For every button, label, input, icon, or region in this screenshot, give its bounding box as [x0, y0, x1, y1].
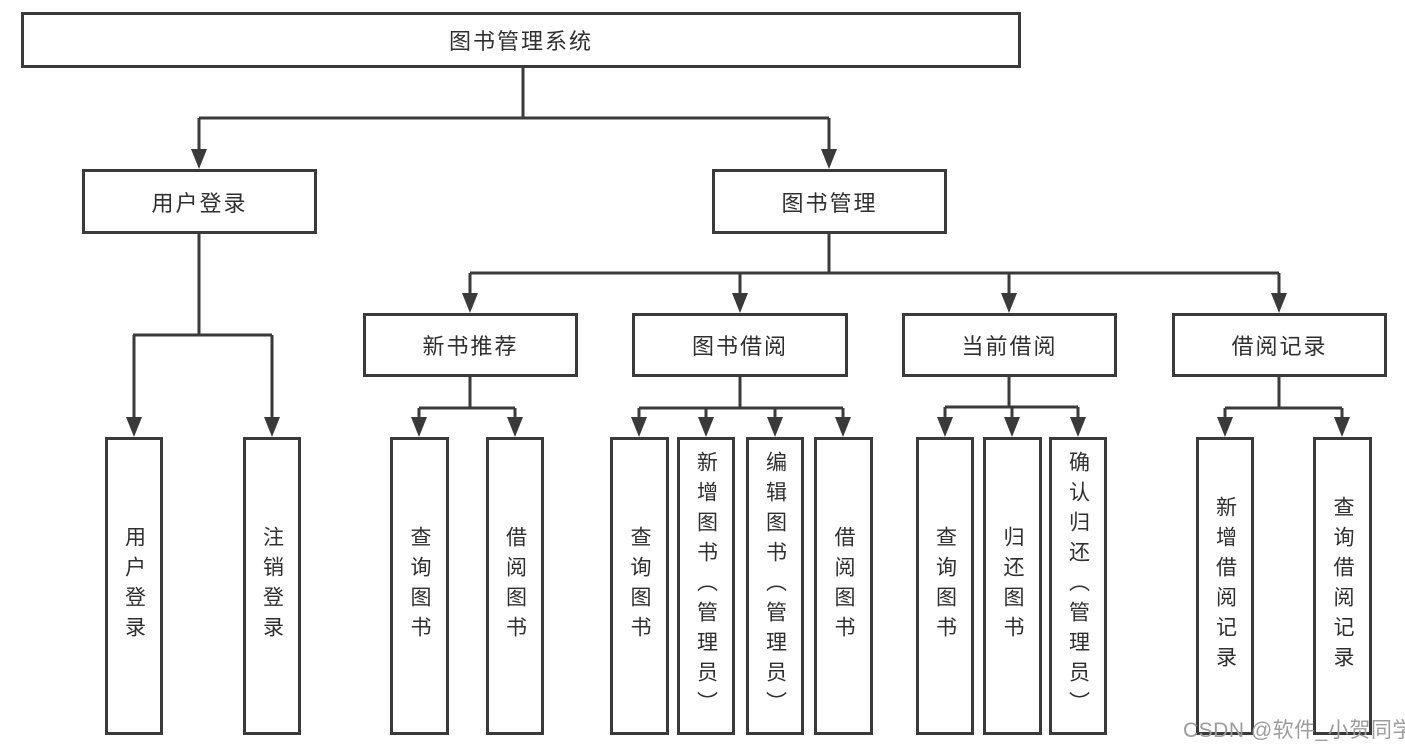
leaf-user-login-label: 用户登录 [122, 526, 146, 646]
leaf-bb-add-books-admin-label: 新增图书（管理员） [694, 451, 718, 721]
leaf-nb-borrow-books-label: 借阅图书 [503, 526, 527, 646]
leaf-bb-query-books: 查询图书 [610, 437, 669, 735]
node-new-book-recommend-label: 新书推荐 [422, 334, 519, 359]
node-borrowing-records: 借阅记录 [1172, 313, 1387, 377]
leaf-bb-borrow-books-label: 借阅图书 [832, 526, 855, 646]
leaf-cb-confirm-return-admin-label: 确认归还（管理员） [1066, 451, 1090, 721]
leaf-br-add-record-label: 新增借阅记录 [1213, 496, 1237, 676]
connector-borrowing-records-to-leaves [1217, 376, 1350, 437]
connector-book-borrowing-to-leaves [631, 376, 851, 437]
leaf-logout-label: 注销登录 [260, 526, 284, 646]
node-root-system: 图书管理系统 [21, 12, 1021, 68]
leaf-br-add-record: 新增借阅记录 [1196, 437, 1254, 735]
node-book-borrowing: 图书借阅 [632, 313, 848, 377]
leaf-nb-borrow-books: 借阅图书 [486, 437, 544, 735]
node-book-management: 图书管理 [712, 169, 947, 234]
connector-root-to-level2 [191, 68, 837, 169]
node-borrowing-records-label: 借阅记录 [1231, 334, 1328, 359]
leaf-bb-edit-books-admin: 编辑图书（管理员） [746, 437, 804, 735]
node-book-management-label: 图书管理 [781, 190, 878, 216]
leaf-bb-query-books-label: 查询图书 [628, 526, 651, 646]
leaf-user-login: 用户登录 [105, 437, 163, 735]
leaf-br-query-record-label: 查询借阅记录 [1331, 496, 1354, 676]
connector-book-management-to-level3 [462, 233, 1287, 313]
leaf-cb-return-books-label: 归还图书 [1001, 526, 1024, 646]
node-root-label: 图书管理系统 [448, 29, 593, 54]
node-book-borrowing-label: 图书借阅 [691, 334, 788, 359]
leaf-bb-edit-books-admin-label: 编辑图书（管理员） [763, 451, 787, 721]
leaf-cb-query-books-label: 查询图书 [933, 526, 957, 646]
leaf-cb-return-books: 归还图书 [983, 437, 1042, 735]
leaf-nb-query-books: 查询图书 [390, 437, 449, 735]
leaf-bb-borrow-books: 借阅图书 [814, 437, 873, 735]
leaf-bb-add-books-admin: 新增图书（管理员） [677, 437, 735, 735]
node-user-login: 用户登录 [82, 169, 317, 234]
leaf-nb-query-books-label: 查询图书 [408, 526, 431, 646]
node-user-login-label: 用户登录 [151, 190, 248, 216]
node-new-book-recommend: 新书推荐 [363, 313, 578, 377]
leaf-cb-confirm-return-admin: 确认归还（管理员） [1049, 437, 1107, 735]
leaf-logout: 注销登录 [243, 437, 301, 735]
connector-new-book-recommend-to-leaves [411, 376, 523, 437]
node-current-borrowing-label: 当前借阅 [961, 334, 1058, 359]
csdn-watermark: CSDN @软件_小贺同学 [1183, 719, 1405, 742]
node-current-borrowing: 当前借阅 [902, 313, 1117, 377]
leaf-cb-query-books: 查询图书 [916, 437, 974, 735]
connector-current-borrowing-to-leaves [937, 376, 1086, 437]
connector-user-login-to-leaves [126, 233, 280, 437]
leaf-br-query-record: 查询借阅记录 [1313, 437, 1372, 735]
